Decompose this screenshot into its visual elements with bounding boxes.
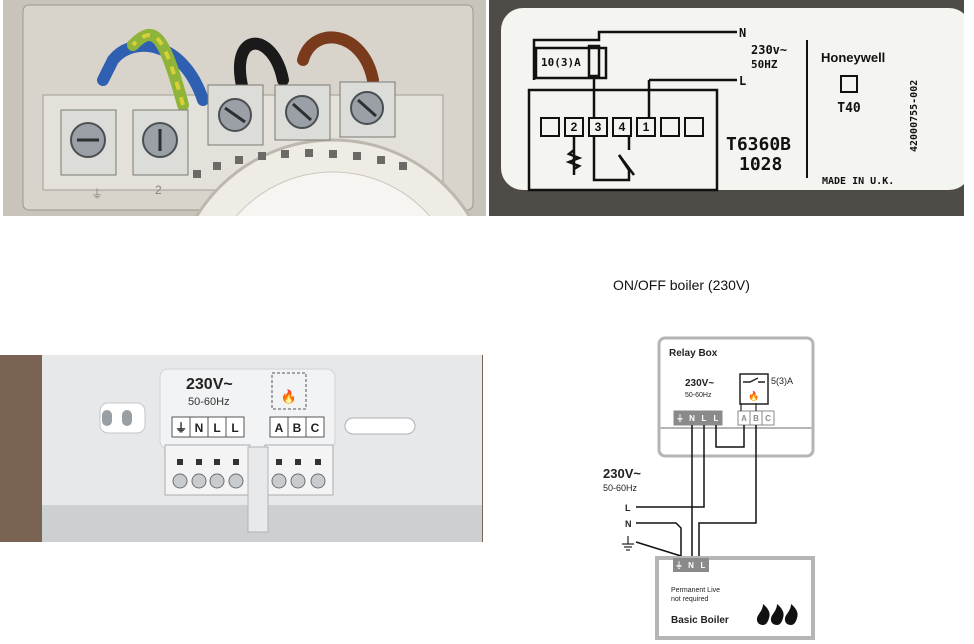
boiler-note-2: not required [671,596,708,603]
batch-number: 1028 [739,154,782,175]
label-terminal-4: 4 [619,120,626,134]
boiler-note-1: Permanent Live [671,587,720,594]
earth-symbol [622,536,634,551]
backplate-voltage: 230V~ [186,376,233,393]
terminal-photo-drawing: ⏚ 2 [3,0,486,216]
wiring-diagram: Relay Box 230V~ 50-60Hz 🔥 5(3)A ⏚ N L L … [593,330,833,642]
label-terminal-3: 3 [595,120,602,134]
relay-box [657,336,815,458]
relay-terminal-a: A [741,414,747,423]
supply-line-n: N [625,519,632,529]
diagram-caption: ON/OFF boiler (230V) [613,277,750,293]
backplate-drawing: 230V~ 50-60Hz 🔥 ⏚ N L L A B C [0,355,483,542]
relay-terminal-c: C [765,414,771,423]
label-frequency: 50HZ [751,58,778,71]
supply-line-l: L [625,503,631,513]
flame-icon: 🔥 [281,389,297,404]
relay-box-title: Relay Box [669,348,718,359]
model-code: T40 [837,101,861,116]
boiler-flame-icon [756,604,798,625]
made-in-label: MADE IN U.K. [822,176,894,187]
brand-name: Honeywell [821,50,885,65]
relay-terminal-n: N [689,414,695,423]
relay-terminal-l2: L [714,414,719,423]
boiler-terminal-l: L [701,561,706,570]
serial-number: 42000755-002 [909,80,920,152]
backplate-terminal-n: N [195,421,204,435]
backplate-terminal-l1: L [213,421,220,435]
backplate-terminal-b: B [293,421,302,435]
backplate-terminal-a: A [275,421,284,435]
wiring-diagram-drawing: Relay Box 230V~ 50-60Hz 🔥 5(3)A ⏚ N L L … [603,336,815,640]
supply-voltage: 230V~ [603,466,641,481]
relay-terminal-earth: ⏚ [676,414,684,423]
boiler-title: Basic Boiler [671,615,729,626]
label-terminal-5: 1 [643,120,650,134]
backplate-frequency: 50-60Hz [188,396,230,408]
label-terminal-2: 2 [571,120,578,134]
relay-rating: 5(3)A [771,376,793,386]
relay-terminal-l1: L [702,414,707,423]
backplate-terminal-c: C [311,421,320,435]
terminal-photo: ⏚ 2 [3,0,486,216]
backplate-terminal-l2: L [231,421,238,435]
backplate-photo: 230V~ 50-60Hz 🔥 ⏚ N L L A B C [0,355,483,542]
boiler-terminal-n: N [688,561,694,570]
live-wire [636,425,705,508]
label-photo: 2 3 4 1 10(3)A N L 230v~ 50HZ Honeywell … [489,0,964,216]
label-diagram: 2 3 4 1 10(3)A N L 230v~ 50HZ Honeywell … [489,0,964,216]
relay-flame-icon: 🔥 [748,390,759,401]
boiler-terminal-earth: ⏚ [675,561,683,570]
supply-n: N [739,26,746,40]
supply-frequency: 50-60Hz [603,483,638,493]
label-voltage: 230v~ [751,43,787,57]
earth-label: ⏚ [91,187,103,201]
relay-switch-icon [739,373,769,405]
relay-voltage: 230V~ [685,378,714,389]
relay-frequency: 50-60Hz [685,392,712,399]
backplate-terminal-earth: ⏚ [175,421,187,435]
model-number: T6360B [726,134,791,155]
square-icon [840,75,858,93]
switched-live-wire [698,425,757,556]
supply-l: L [739,74,746,88]
fuse-rating: 10(3)A [541,56,581,69]
terminal-2-label: 2 [155,183,162,197]
relay-terminal-b: B [753,414,759,423]
